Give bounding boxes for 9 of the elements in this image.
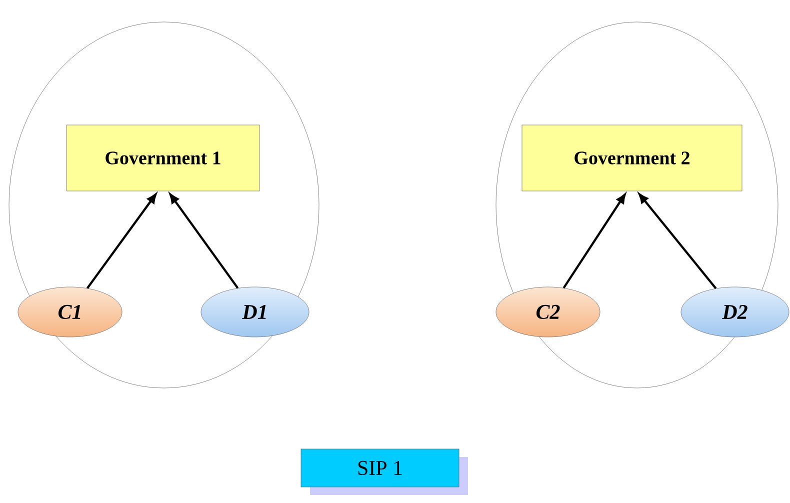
arrow [562, 194, 626, 289]
boundary-ellipse [8, 22, 320, 388]
boundary-ellipse [496, 22, 778, 388]
arrow [86, 194, 156, 289]
arrow [170, 194, 239, 289]
government-box: Government 2 [522, 124, 742, 192]
sip-box: SIP 1 [300, 448, 460, 488]
arrow [638, 194, 717, 290]
government-box: Government 1 [66, 124, 260, 192]
